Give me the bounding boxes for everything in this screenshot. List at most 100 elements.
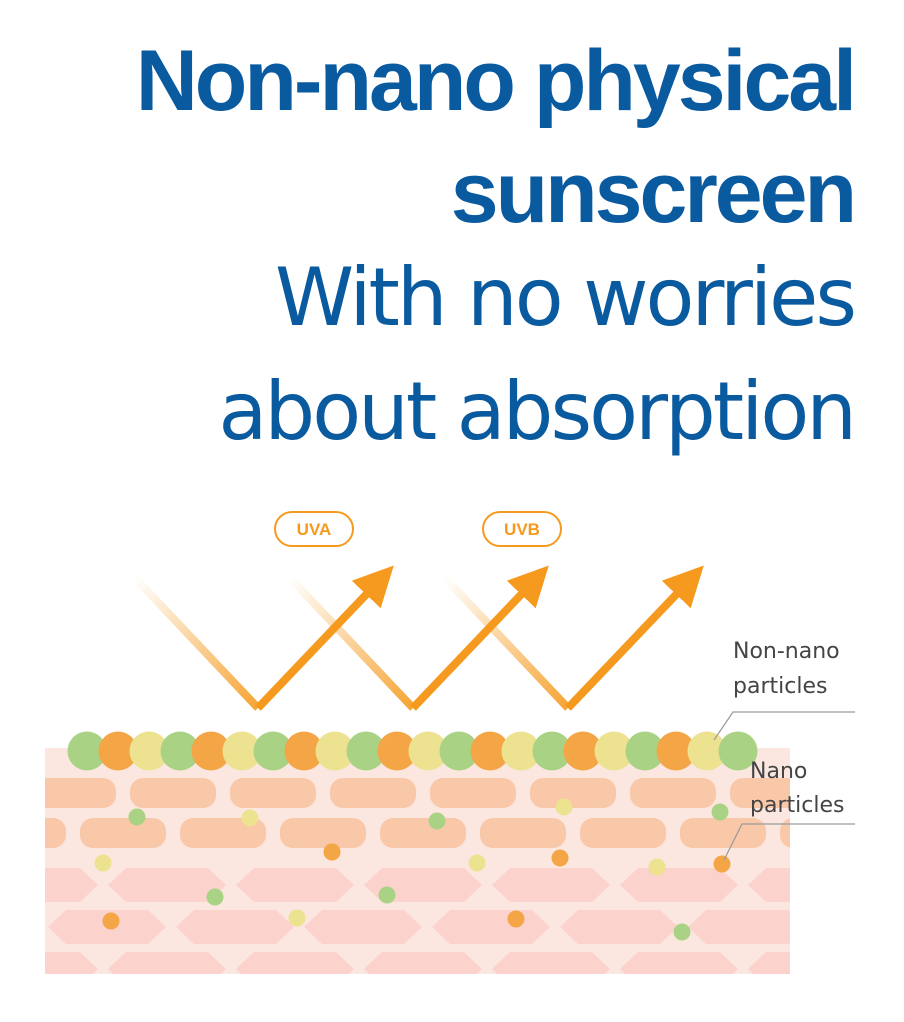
skin-cell	[0, 910, 38, 944]
skin-cell	[176, 910, 294, 944]
non-nano-particle	[625, 731, 665, 771]
non-nano-leader-line	[713, 711, 855, 741]
nano-label-line-1: Nano	[750, 759, 807, 784]
skin-cell	[108, 868, 226, 902]
non-nano-particle	[718, 731, 758, 771]
nano-leader-line	[723, 823, 855, 861]
non-nano-particle	[408, 731, 448, 771]
non-nano-particle	[315, 731, 355, 771]
skin-cell	[180, 818, 266, 848]
nano-particles-group	[94, 798, 731, 941]
non-nano-particle	[253, 731, 293, 771]
skin-cell	[236, 868, 354, 902]
skin-cell	[330, 778, 416, 808]
headline-line-1: Non-nano physical	[135, 33, 857, 129]
uv-rays	[132, 565, 704, 711]
skin-cell	[816, 910, 904, 944]
non-nano-particles-row	[67, 731, 758, 771]
non-nano-particle	[67, 731, 107, 771]
non-nano-particle	[563, 731, 603, 771]
non-nano-particle	[160, 731, 200, 771]
skin-cell	[364, 952, 482, 974]
skin-cell	[480, 818, 566, 848]
non-nano-particle	[594, 731, 634, 771]
skin-cell	[748, 952, 790, 974]
third-reflected-arrow	[565, 565, 704, 711]
sunscreen-diagram: UVA UVB Non-nano particles Nano particle…	[0, 511, 904, 974]
headline-line-4: about absorption	[218, 365, 857, 458]
non-nano-particle	[222, 731, 262, 771]
nano-particle	[673, 923, 691, 941]
uvb-label: UVB	[504, 520, 540, 539]
skin-cell	[45, 868, 98, 902]
skin-cell	[560, 910, 678, 944]
nano-particle	[507, 910, 525, 928]
nano-particle	[128, 808, 146, 826]
skin-cell	[580, 818, 666, 848]
nano-callout: Nano particles	[723, 759, 855, 861]
nano-particle	[713, 855, 731, 873]
uva-label: UVA	[297, 520, 332, 539]
nano-particle	[428, 812, 446, 830]
uvb-badge: UVB	[482, 511, 562, 547]
non-nano-particle	[191, 731, 231, 771]
skin-cell	[492, 868, 610, 902]
skin-cell	[108, 952, 226, 974]
nano-particle	[102, 912, 120, 930]
nano-particle	[648, 858, 666, 876]
uvb-incoming-ray	[287, 575, 416, 711]
nano-particle	[468, 854, 486, 872]
nano-particle	[551, 849, 569, 867]
non-nano-particle	[687, 731, 727, 771]
skin-cell	[80, 818, 166, 848]
non-nano-particle	[129, 731, 169, 771]
non-nano-particle	[501, 731, 541, 771]
non-nano-particle	[284, 731, 324, 771]
skin-cell	[45, 952, 98, 974]
third-incoming-ray	[442, 575, 571, 711]
skin-cell	[730, 778, 790, 808]
non-nano-particle	[532, 731, 572, 771]
nano-particle	[288, 909, 306, 927]
nano-particle	[241, 809, 259, 827]
non-nano-particle	[656, 731, 696, 771]
non-nano-particle	[439, 731, 479, 771]
uva-badge: UVA	[274, 511, 354, 547]
nano-label-line-2: particles	[750, 793, 844, 818]
nano-particle	[711, 803, 729, 821]
uva-incoming-ray	[132, 575, 261, 711]
skin-cell	[130, 778, 216, 808]
skin-cell	[45, 778, 116, 808]
non-nano-callout: Non-nano particles	[713, 639, 855, 741]
nano-particle	[206, 888, 224, 906]
non-nano-particle	[98, 731, 138, 771]
nano-particle	[323, 843, 341, 861]
headline-line-3: With no worries	[274, 251, 857, 344]
skin-cells	[0, 778, 904, 974]
skin-cell	[780, 818, 790, 848]
skin-cell	[680, 818, 766, 848]
skin-cell	[688, 910, 790, 944]
nano-particle	[378, 886, 396, 904]
nano-particle	[555, 798, 573, 816]
skin-cell	[230, 778, 316, 808]
skin-cell	[432, 910, 550, 944]
non-nano-particle	[470, 731, 510, 771]
skin-cell	[620, 868, 738, 902]
uvb-reflected-arrow	[410, 565, 549, 711]
skin-cell	[45, 818, 66, 848]
skin-cell	[380, 818, 466, 848]
skin-cell	[236, 952, 354, 974]
skin-cell	[280, 818, 366, 848]
skin-cell	[748, 868, 790, 902]
non-nano-label-line-1: Non-nano	[733, 639, 840, 664]
skin-cell	[430, 778, 516, 808]
headline-line-2: sunscreen	[450, 145, 857, 241]
skin-cell	[492, 952, 610, 974]
non-nano-label-line-2: particles	[733, 674, 827, 699]
non-nano-particle	[377, 731, 417, 771]
skin-cell	[304, 910, 422, 944]
nano-particle	[94, 854, 112, 872]
skin-cell	[620, 952, 738, 974]
non-nano-particle	[346, 731, 386, 771]
